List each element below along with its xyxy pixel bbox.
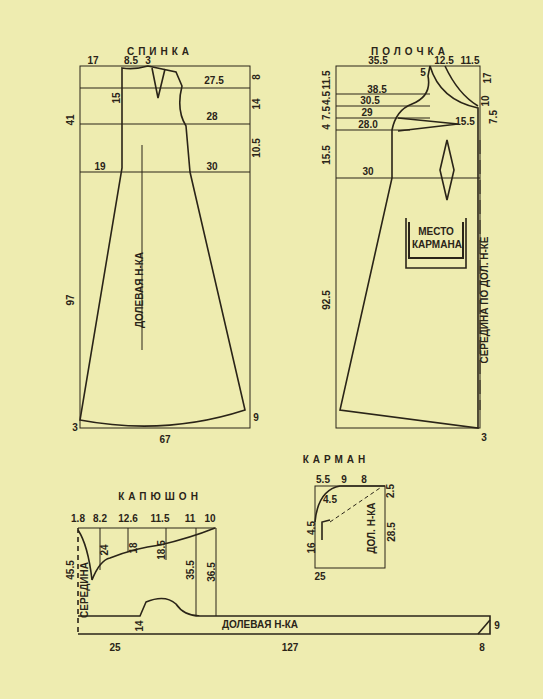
dimension-label: 4 xyxy=(322,124,332,130)
dimension-label: 25 xyxy=(109,643,120,653)
dimension-label: 4.5 xyxy=(323,495,337,505)
dimension-label: 10.5 xyxy=(252,138,262,157)
dimension-label: 15.5 xyxy=(455,117,474,127)
dimension-label: 8 xyxy=(479,643,485,653)
dimension-label: СЕРЕДИНА xyxy=(80,562,90,618)
node-text: МЕСТО КАРМАНА xyxy=(412,225,460,251)
dimension-label: 38.5 xyxy=(367,85,386,95)
dimension-label: 7.5 xyxy=(489,110,499,124)
dimension-label: СЕРЕДИНА ПО ДОЛ. Н-КЕ xyxy=(480,236,490,363)
dimension-label: 19 xyxy=(94,162,105,172)
back-dart xyxy=(152,68,165,98)
dimension-label: ДОЛЕВАЯ Н-КА xyxy=(135,252,145,328)
dimension-label: 5 xyxy=(420,68,426,78)
dimension-label: 18 xyxy=(129,542,139,553)
dimension-label: 16 xyxy=(307,542,317,553)
dimension-label: 27.5 xyxy=(204,76,223,86)
dimension-label: 28.5 xyxy=(387,522,397,541)
dimension-label: 30 xyxy=(362,167,373,177)
back-piece xyxy=(80,66,245,426)
dimension-label: 24 xyxy=(100,544,110,555)
dimension-label: 3 xyxy=(481,433,487,443)
dimension-label: 5.5 xyxy=(316,475,330,485)
section-title: КАПЮШОН xyxy=(118,492,202,502)
front-dart xyxy=(398,118,458,131)
dimension-label: 30 xyxy=(206,162,217,172)
dimension-label: 97 xyxy=(66,294,76,305)
dimension-label: 8 xyxy=(252,74,262,80)
dimension-label: 92.5 xyxy=(322,290,332,309)
dimension-label: 7.5 xyxy=(322,106,332,120)
dimension-label: 8.5 xyxy=(124,56,138,66)
dimension-label: 11.5 xyxy=(322,71,332,90)
dimension-label: 35.5 xyxy=(186,560,196,579)
dimension-label: 9 xyxy=(341,475,347,485)
dimension-label: 15.5 xyxy=(322,145,332,164)
front-piece xyxy=(340,66,478,428)
dimension-label: 2.5 xyxy=(386,484,396,498)
dimension-label: 11.5 xyxy=(151,514,170,524)
dimension-label: 11 xyxy=(185,514,196,524)
dimension-label: 8 xyxy=(361,475,367,485)
dimension-label: 10 xyxy=(481,95,491,106)
lens-dart xyxy=(440,140,454,200)
dimension-label: 41 xyxy=(66,114,76,125)
dimension-label: ДОЛ. Н-КА xyxy=(367,502,377,553)
dimension-label: 14 xyxy=(135,620,145,631)
dimension-label: 12.5 xyxy=(434,56,453,66)
dimension-label: 17 xyxy=(87,56,98,66)
section-title: КАРМАН xyxy=(303,455,370,465)
shoulder-line xyxy=(445,66,478,106)
dimension-label: 4.5 xyxy=(322,91,332,105)
dimension-label: 29 xyxy=(361,108,372,118)
dimension-label: 9 xyxy=(253,413,259,423)
dimension-label: 15 xyxy=(112,92,122,103)
dimension-label: 28.0 xyxy=(358,120,377,130)
pocket-place xyxy=(406,218,466,268)
pocket-place-box: МЕСТО КАРМАНА xyxy=(408,222,464,259)
dimension-label: 127 xyxy=(282,643,299,653)
back-panel xyxy=(80,66,250,428)
hood xyxy=(78,528,490,636)
dimension-label: 36.5 xyxy=(207,562,217,581)
pocket xyxy=(315,486,385,568)
dimension-label: 12.6 xyxy=(118,514,137,524)
dimension-label: 18.5 xyxy=(157,540,167,559)
dimension-label: ДОЛЕВАЯ Н-КА xyxy=(222,620,298,630)
dimension-label: 14 xyxy=(252,98,262,109)
dimension-label: 28 xyxy=(206,112,217,122)
dimension-label: 11.5 xyxy=(461,56,480,66)
dimension-label: 25 xyxy=(314,572,325,582)
dimension-label: 10 xyxy=(204,514,215,524)
dimension-label: 9 xyxy=(494,621,500,631)
dimension-label: 3 xyxy=(145,56,151,66)
dimension-label: 1.8 xyxy=(71,514,85,524)
front-panel xyxy=(336,66,480,428)
dimension-label: 17 xyxy=(483,72,493,83)
dimension-label: 67 xyxy=(159,435,170,445)
dimension-label: 30.5 xyxy=(360,96,379,106)
dimension-label: 45.5 xyxy=(66,560,76,579)
dimension-label: 4.5 xyxy=(307,521,317,535)
dimension-label: 8.2 xyxy=(93,514,107,524)
dimension-label: 35.5 xyxy=(368,56,387,66)
dimension-label: 3 xyxy=(72,423,78,433)
